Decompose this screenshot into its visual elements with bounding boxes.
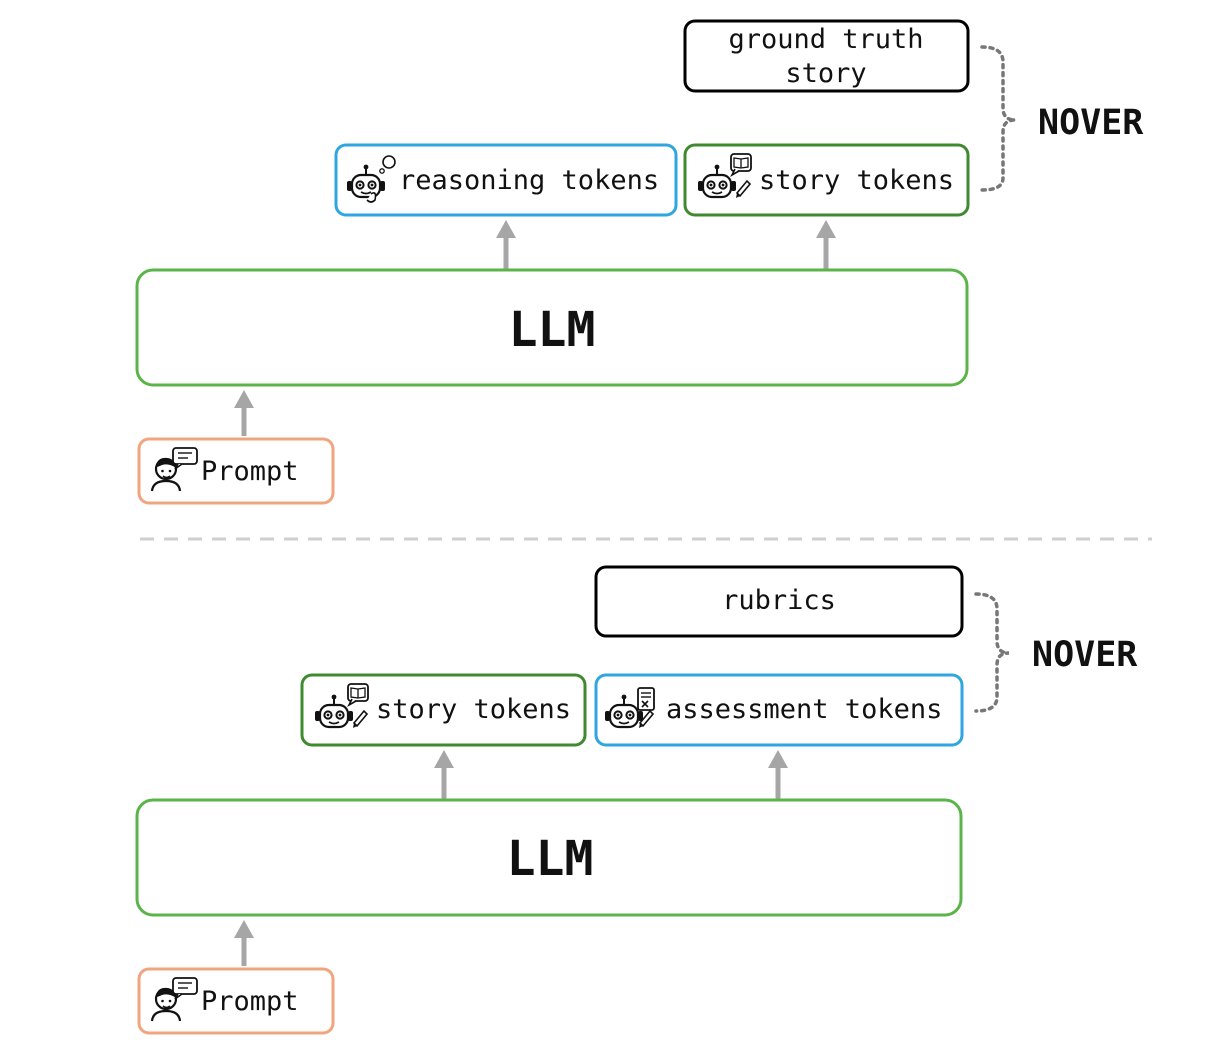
top-llm-box: LLM bbox=[135, 268, 969, 387]
bottom-reference-box: rubrics bbox=[594, 565, 964, 638]
top-prompt-label: Prompt bbox=[201, 456, 299, 487]
top-arrow-to-reasoning bbox=[496, 220, 516, 270]
bottom-arrow-to-llm bbox=[234, 920, 254, 966]
bottom-nover-bracket: NOVER bbox=[974, 592, 1138, 713]
top-reference-box: ground truth story bbox=[683, 19, 970, 93]
bottom-story-tokens-box: story tokens bbox=[300, 673, 587, 747]
top-reference-line-1: ground truth bbox=[728, 24, 923, 55]
top-story-tokens-label: story tokens bbox=[759, 165, 954, 196]
bottom-story-tokens-label: story tokens bbox=[376, 694, 571, 725]
top-nover-bracket: NOVER bbox=[980, 45, 1144, 192]
robot-thinking-icon bbox=[345, 155, 396, 203]
top-nover-label: NOVER bbox=[1038, 103, 1144, 143]
bottom-assessment-tokens-label: assessment tokens bbox=[666, 694, 942, 725]
bottom-reference-label: rubrics bbox=[722, 585, 836, 616]
bottom-arrow-to-story bbox=[434, 750, 454, 799]
top-reasoning-tokens-box: reasoning tokens bbox=[334, 143, 678, 217]
top-prompt-box: Prompt bbox=[137, 437, 335, 505]
bottom-panel: rubrics NOVER story tokens asse bbox=[135, 565, 1138, 1035]
top-arrow-to-story bbox=[816, 220, 836, 270]
top-llm-label: LLM bbox=[509, 302, 596, 358]
top-story-tokens-box: story tokens bbox=[683, 143, 970, 217]
top-reference-line-2: story bbox=[785, 58, 866, 89]
bottom-prompt-label: Prompt bbox=[201, 986, 299, 1017]
bottom-llm-box: LLM bbox=[135, 798, 963, 917]
top-arrow-to-llm bbox=[234, 390, 254, 436]
bottom-arrow-to-assessment bbox=[768, 750, 788, 799]
top-panel: ground truth story NOVER reasoning token… bbox=[135, 19, 1144, 505]
bottom-assessment-tokens-box: assessment tokens bbox=[594, 673, 964, 747]
top-reasoning-tokens-label: reasoning tokens bbox=[399, 165, 659, 196]
bottom-prompt-box: Prompt bbox=[137, 967, 335, 1035]
bottom-llm-label: LLM bbox=[507, 831, 594, 887]
bottom-nover-label: NOVER bbox=[1032, 635, 1138, 675]
